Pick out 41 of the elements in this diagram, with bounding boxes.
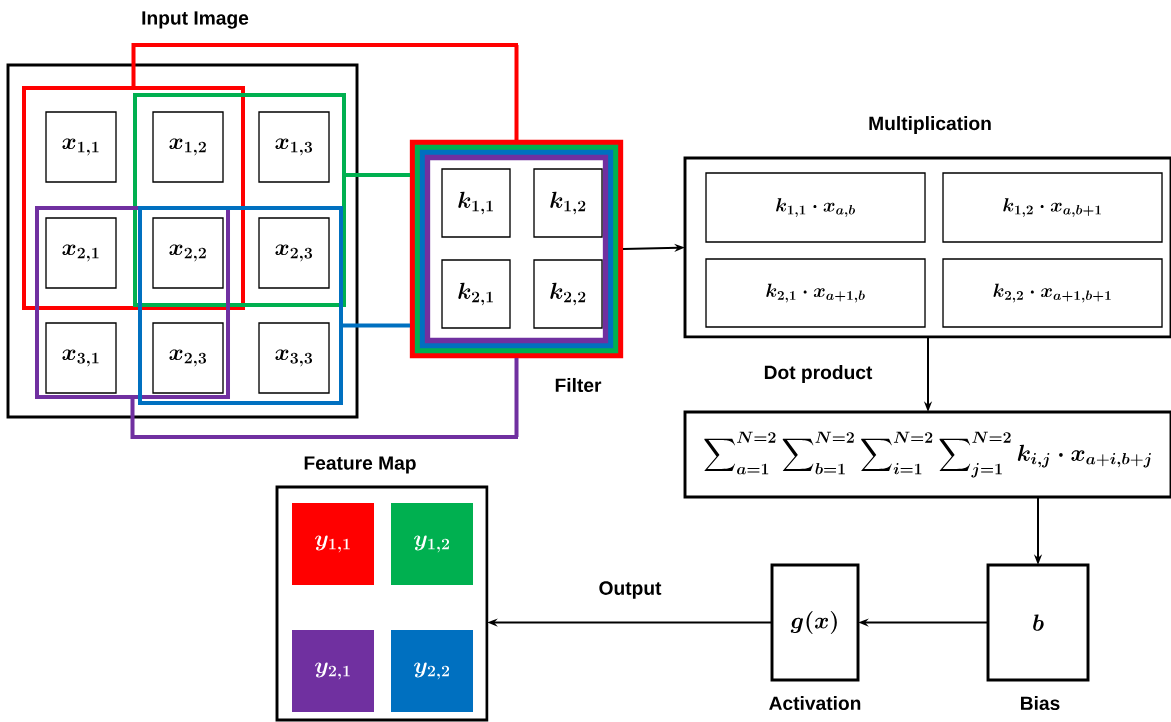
window-outline (133, 93, 346, 307)
kernel-cell: $k_{2,1}$ (441, 259, 511, 329)
edge-label: Dot product (760, 362, 876, 386)
window-outline (22, 86, 245, 310)
activation-box: $g(x)$ (770, 563, 860, 682)
output-cell: $y_{1,2}$ (391, 503, 473, 585)
kernel-cell: $k_{1,2}$ (533, 168, 603, 238)
product-box: $k_{1,1}\cdot x_{a,b}$ (705, 172, 926, 243)
connector (130, 358, 520, 439)
heading: Multiplication (869, 116, 991, 134)
pixel-cell: $x_{1,1}$ (45, 111, 117, 183)
pixel-cell: $x_{3,1}$ (45, 322, 117, 394)
pixel-cell: $x_{2,3}$ (152, 322, 224, 394)
window-outline (138, 206, 343, 405)
kernel-cell: $k_{1,1}$ (441, 168, 511, 238)
pixel-cell: $x_{3,3}$ (258, 322, 330, 394)
connector (131, 43, 520, 140)
window-outline (35, 206, 230, 399)
product-box: $k_{2,2}\cdot x_{a+1,b+1}$ (942, 258, 1163, 328)
pixel-cell: $x_{2,3}$ (258, 217, 330, 289)
node-label: Activation (769, 695, 861, 711)
edge-label: Output (595, 578, 665, 602)
heading: Input Image (142, 11, 249, 29)
pixel-cell: $x_{2,1}$ (45, 217, 117, 289)
pixel-cell: $x_{2,2}$ (152, 217, 224, 289)
connector (341, 323, 410, 328)
sum-box: $\sum\nolimits_{a=1}^{N=2}\sum\nolimits_{b=1}^{N=2}\sum\nolimits_{i=1}^{N=2}\sum\nolimits_{j=1}^{N=2} k_{i,j}\cdot x_{a+i,b+j}$ (683, 410, 1171, 499)
pixel-cell: $x_{1,3}$ (258, 111, 330, 183)
filter-label: Filter (555, 377, 602, 393)
output-cell: $y_{1,1}$ (292, 503, 374, 585)
output-cell: $y_{2,1}$ (292, 630, 374, 712)
output-cell: $y_{2,2}$ (391, 630, 473, 712)
heading: Feature Map (304, 456, 416, 474)
bias-box: $b$ (986, 563, 1090, 682)
product-box: $k_{1,2}\cdot x_{a,b+1}$ (942, 172, 1163, 243)
node-label: Bias (1021, 695, 1060, 711)
product-box: $k_{2,1}\cdot x_{a+1,b}$ (705, 258, 926, 328)
connector (344, 173, 410, 177)
pixel-cell: $x_{1,2}$ (152, 111, 224, 183)
filter-box (409, 139, 624, 359)
kernel-cell: $k_{2,2}$ (533, 259, 603, 329)
